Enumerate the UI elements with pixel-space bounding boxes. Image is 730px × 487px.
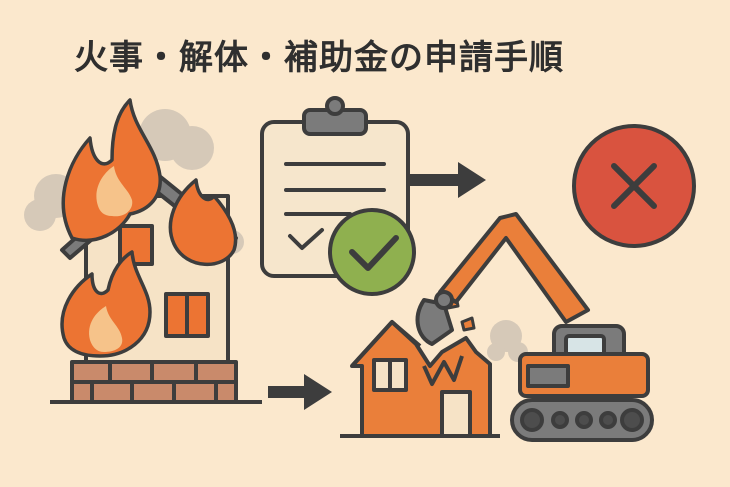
check-circle-icon <box>328 208 416 296</box>
fire-flame-icon <box>60 98 238 358</box>
arrow-right-icon <box>410 162 486 198</box>
cross-circle-icon <box>572 124 696 248</box>
excavator-icon <box>415 212 654 442</box>
demolished-house-icon <box>340 320 500 438</box>
fire-inner-flame-icon <box>89 166 133 352</box>
arrow-right-icon <box>268 374 332 410</box>
page-title: 火事・解体・補助金の申請手順 <box>74 38 564 78</box>
